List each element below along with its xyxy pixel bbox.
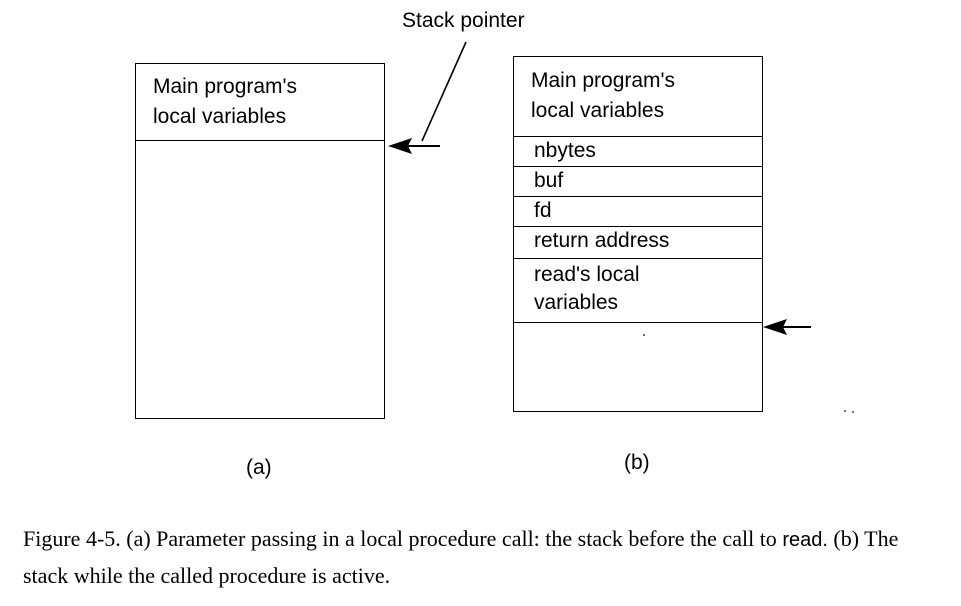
stack-b-return-address: return address xyxy=(514,227,762,259)
stack-a: Main program's local variables xyxy=(135,63,385,419)
stack-a-main-locals: Main program's local variables xyxy=(136,64,384,141)
figure-caption: Figure 4-5. (a) Parameter passing in a l… xyxy=(23,521,923,594)
caption-part-a: (a) Parameter passing in a local procedu… xyxy=(126,526,777,551)
stack-b-read-locals: read's local variables xyxy=(514,259,762,323)
scan-speck xyxy=(844,410,846,412)
stack-a-label: (a) xyxy=(246,456,272,479)
caption-part-b: (b) The stack while the called procedure… xyxy=(23,526,899,588)
stack-pointer-arrow-a-head xyxy=(388,138,412,154)
stack-pointer-arrow-b-head xyxy=(763,319,787,335)
stack-b-label: (b) xyxy=(624,451,650,474)
scan-speck xyxy=(852,411,854,413)
caption-figure-number: Figure 4-5. xyxy=(23,526,121,551)
scan-speck xyxy=(643,334,645,336)
stack-b: Main program's local variables nbytes bu… xyxy=(513,56,763,412)
stack-pointer-leader-line xyxy=(421,41,467,142)
stack-b-buf: buf xyxy=(514,167,762,197)
stack-b-main-locals: Main program's local variables xyxy=(514,57,762,137)
stack-pointer-label: Stack pointer xyxy=(402,9,525,32)
caption-code-read: read. xyxy=(782,529,828,551)
stack-b-nbytes: nbytes xyxy=(514,137,762,167)
stack-b-fd: fd xyxy=(514,197,762,227)
